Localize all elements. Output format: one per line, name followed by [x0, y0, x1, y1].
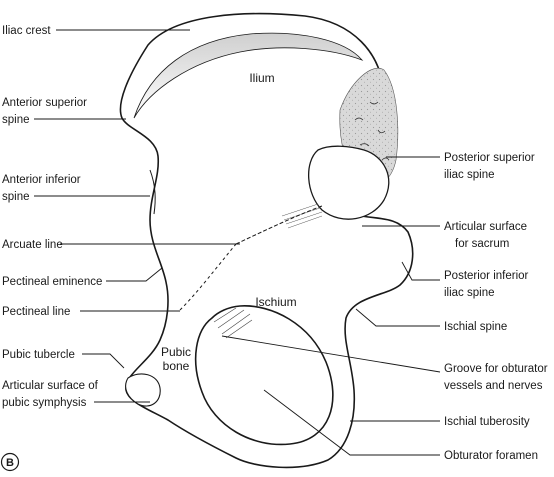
label-articular-pubic-2: pubic symphysis	[2, 397, 87, 409]
pectineal-line-path	[179, 243, 237, 311]
arcuate-line-path	[235, 205, 323, 245]
label-posterior-superior-1: Posterior superior	[444, 152, 535, 164]
label-pectineal-eminence: Pectineal eminence	[2, 276, 102, 288]
right-leaders	[221, 156, 441, 456]
label-groove-2: vessels and nerves	[444, 380, 543, 392]
panel-badge	[0, 452, 20, 472]
label-articular-sacrum-2: for sacrum	[455, 238, 509, 250]
label-anterior-superior-1: Anterior superior	[2, 97, 87, 109]
obturator-foramen-shape	[194, 305, 334, 446]
label-ischial-spine: Ischial spine	[444, 321, 507, 333]
region-pubic-2: bone	[163, 359, 190, 373]
label-articular-pubic-1: Articular surface of	[2, 380, 99, 392]
label-groove-1: Groove for obturator	[444, 363, 548, 375]
label-posterior-inferior-2: iliac spine	[444, 287, 495, 299]
label-posterior-superior-2: iliac spine	[444, 169, 495, 181]
left-leaders	[34, 29, 240, 403]
label-anterior-inferior-1: Anterior inferior	[2, 174, 81, 186]
label-pubic-tubercle: Pubic tubercle	[2, 349, 75, 361]
pubic-symphysis-surface	[125, 373, 161, 407]
iliac-crest-lip	[133, 32, 364, 119]
region-ilium: Ilium	[249, 71, 274, 85]
label-anterior-superior-2: spine	[2, 114, 30, 126]
region-pubic-1: Pubic	[161, 345, 191, 359]
label-iliac-crest: Iliac crest	[2, 25, 51, 37]
label-ischial-tuberosity: Ischial tuberosity	[444, 416, 530, 428]
label-anterior-inferior-2: spine	[2, 191, 30, 203]
articular-hatching	[281, 203, 323, 229]
label-pectineal-line: Pectineal line	[2, 306, 70, 318]
label-articular-sacrum-1: Articular surface	[444, 221, 527, 233]
anterior-margin-contour	[149, 169, 156, 215]
label-arcuate-line: Arcuate line	[2, 239, 63, 251]
label-obturator-foramen: Obturator foramen	[444, 450, 538, 462]
region-ischium: Ischium	[255, 295, 296, 309]
label-posterior-inferior-1: Posterior inferior	[444, 270, 529, 282]
panel-letter: B	[6, 457, 14, 469]
obturator-groove-hatching	[213, 307, 253, 339]
posterior-superior-spine-knob	[307, 145, 390, 220]
